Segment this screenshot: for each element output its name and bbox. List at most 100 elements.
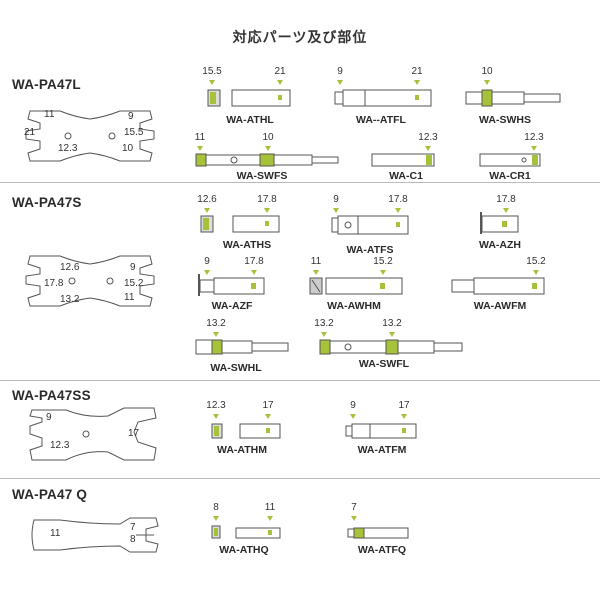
- size-label: 17: [262, 400, 274, 411]
- part-name: WA-ATFM: [357, 444, 407, 456]
- section-divider: [0, 182, 600, 183]
- part-wa-athq: 8 11 WA-ATHQ: [206, 502, 306, 566]
- wrench-icon: [31, 517, 159, 553]
- part-name: WA-SWHL: [210, 362, 262, 374]
- part-name: WA-ATFS: [346, 244, 394, 256]
- part-wa-athm: 12.3 17 WA-ATHM: [202, 400, 302, 464]
- wrench-illustration: 9 12.3 17: [26, 404, 160, 466]
- part-name: WA-ATHM: [217, 444, 267, 456]
- part-icon: [319, 332, 463, 355]
- wrench-size-label: 9: [128, 111, 134, 122]
- part-name: WA--ATFL: [356, 114, 406, 126]
- part-wa-cr1: 12.3 WA-CR1: [476, 130, 556, 186]
- part-icon: [371, 146, 435, 167]
- size-label: 9: [333, 194, 339, 205]
- part-name: WA-ATHQ: [219, 544, 269, 556]
- size-label: 10: [262, 132, 274, 143]
- wrench-size-label: 15.5: [124, 127, 144, 138]
- size-label: 9: [337, 66, 343, 77]
- wrench-illustration: 11 7 8: [30, 514, 162, 556]
- part-icon: [211, 414, 281, 439]
- size-label: 8: [213, 502, 219, 513]
- size-label: 11: [264, 502, 276, 513]
- part-name: WA-AWFM: [473, 300, 527, 312]
- size-label: 12.3: [206, 400, 226, 411]
- part-wa-atfl: 9 21 WA--ATFL: [333, 66, 443, 130]
- size-label: 12.3: [418, 132, 438, 143]
- part-wa-awfm: 15.2 WA-AWFM: [450, 256, 560, 318]
- wrench-size-label: 17.8: [44, 278, 64, 289]
- part-icon: [347, 516, 409, 539]
- part-icon: [480, 208, 519, 234]
- part-name: WA-C1: [389, 170, 423, 182]
- wrench-size-label: 12.3: [58, 143, 78, 154]
- part-wa-swhl: 13.2 WA-SWHL: [192, 318, 292, 380]
- part-icon: [207, 80, 291, 107]
- wrench-icon: [25, 255, 155, 307]
- wrench-size-label: 11: [44, 109, 55, 120]
- model-name: WA-PA47L: [12, 77, 81, 92]
- part-name: WA-SWHS: [479, 114, 531, 126]
- part-icon: [479, 146, 541, 167]
- part-wa-athl: 15.5 21 WA-ATHL: [198, 66, 298, 130]
- size-label: 17.8: [244, 256, 264, 267]
- wrench-illustration: 11 21 12.3 9 15.5 10: [20, 105, 160, 167]
- size-label: 17.8: [257, 194, 277, 205]
- wrench-size-label: 9: [130, 262, 136, 273]
- wrench-size-label: 15.2: [124, 278, 144, 289]
- part-wa-swfl: 13.2 13.2 WA-SWFL: [314, 318, 466, 380]
- part-name: WA-ATFQ: [357, 544, 407, 556]
- part-name: WA-SWFS: [236, 170, 288, 182]
- wrench-icon: [29, 407, 157, 461]
- part-name: WA-AZH: [479, 239, 521, 251]
- part-icon: [465, 80, 561, 107]
- wrench-size-label: 7: [130, 522, 136, 533]
- part-icon: [198, 270, 265, 296]
- wrench-size-label: 17: [128, 428, 140, 439]
- model-name: WA-PA47S: [12, 195, 82, 210]
- part-wa-swhs: 10 WA-SWHS: [460, 66, 570, 130]
- size-label: 13.2: [206, 318, 226, 329]
- size-label: 15.5: [202, 66, 222, 77]
- size-label: 13.2: [314, 318, 334, 329]
- size-label: 9: [350, 400, 356, 411]
- part-wa-awhm: 11 15.2 WA-AWHM: [306, 256, 416, 318]
- part-icon: [451, 270, 545, 295]
- part-wa-swfs: 11 10 WA-SWFS: [192, 130, 342, 186]
- part-name: WA-SWFL: [358, 358, 410, 370]
- part-wa-atfs: 9 17.8 WA-ATFS: [330, 194, 430, 258]
- size-label: 21: [274, 66, 286, 77]
- part-icon: [334, 80, 432, 107]
- part-icon: [195, 332, 289, 355]
- size-label: 17.8: [388, 194, 408, 205]
- size-label: 7: [351, 502, 357, 513]
- part-wa-aths: 12.6 17.8 WA-ATHS: [195, 194, 295, 258]
- part-icon: [195, 146, 339, 167]
- part-icon: [200, 208, 280, 233]
- wrench-size-label: 12.6: [60, 262, 80, 273]
- size-label: 11: [194, 132, 206, 143]
- section-divider: [0, 478, 600, 479]
- section-divider: [0, 380, 600, 381]
- part-icon: [345, 414, 417, 439]
- part-icon: [331, 208, 409, 235]
- wrench-size-label: 21: [24, 127, 36, 138]
- page-title: 対応パーツ及び部位: [232, 29, 368, 45]
- wrench-size-label: 12.3: [50, 440, 70, 451]
- part-icon: [211, 516, 281, 539]
- wrench-size-label: 9: [46, 412, 52, 423]
- size-label: 15.2: [373, 256, 393, 267]
- size-label: 13.2: [382, 318, 402, 329]
- size-label: 12.6: [197, 194, 217, 205]
- size-label: 11: [310, 256, 322, 267]
- part-name: WA-AWHM: [327, 300, 381, 312]
- part-name: WA-AZF: [211, 300, 253, 312]
- part-wa-c1: 12.3 WA-C1: [368, 130, 448, 186]
- size-label: 17.8: [496, 194, 516, 205]
- size-label: 17: [398, 400, 410, 411]
- wrench-size-label: 11: [50, 528, 61, 539]
- part-icon: [309, 270, 403, 295]
- wrench-size-label: 10: [122, 143, 134, 154]
- part-wa-azf: 9 17.8 WA-AZF: [196, 256, 296, 318]
- wrench-size-label: 8: [130, 534, 136, 545]
